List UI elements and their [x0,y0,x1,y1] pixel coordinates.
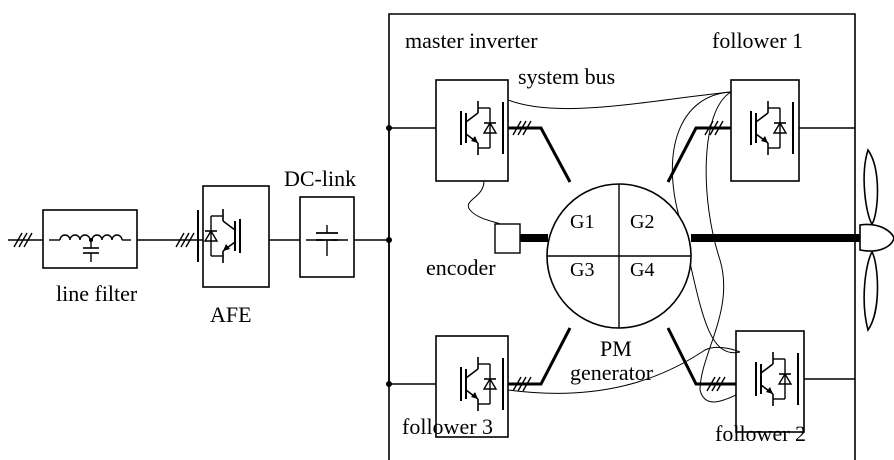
system-bus-label: system bus [518,64,615,89]
generator-segment-g3: G3 [570,259,594,281]
encoder-label: encoder [426,255,496,280]
follower-1-block [730,79,800,182]
generator-segment-g1: G1 [570,211,594,233]
generator-label: generator [570,360,654,385]
dc-link-capacitor-icon [306,222,348,258]
follower-1-label: follower 1 [712,28,803,53]
line-filter-label: line filter [56,281,138,306]
encoder-wire [467,180,504,228]
generator-segment-g2: G2 [630,211,654,233]
master-inverter-label: master inverter [405,28,538,53]
follower-2-label: follower 2 [715,421,806,446]
turbine-rotor-icon [859,148,894,332]
master-inverter-block [435,79,509,182]
pm-generator: G1 G2 G3 G4 [546,183,692,329]
afe-label: AFE [210,302,252,327]
follower-3-label: follower 3 [402,414,493,439]
generator-segment-g4: G4 [630,259,654,281]
encoder-block [494,223,521,254]
follower-2-block [735,330,805,433]
pm-label: PM [600,336,632,361]
follower-3-block [435,335,509,438]
line-filter [8,209,138,269]
dc-link-label: DC-link [284,166,356,191]
